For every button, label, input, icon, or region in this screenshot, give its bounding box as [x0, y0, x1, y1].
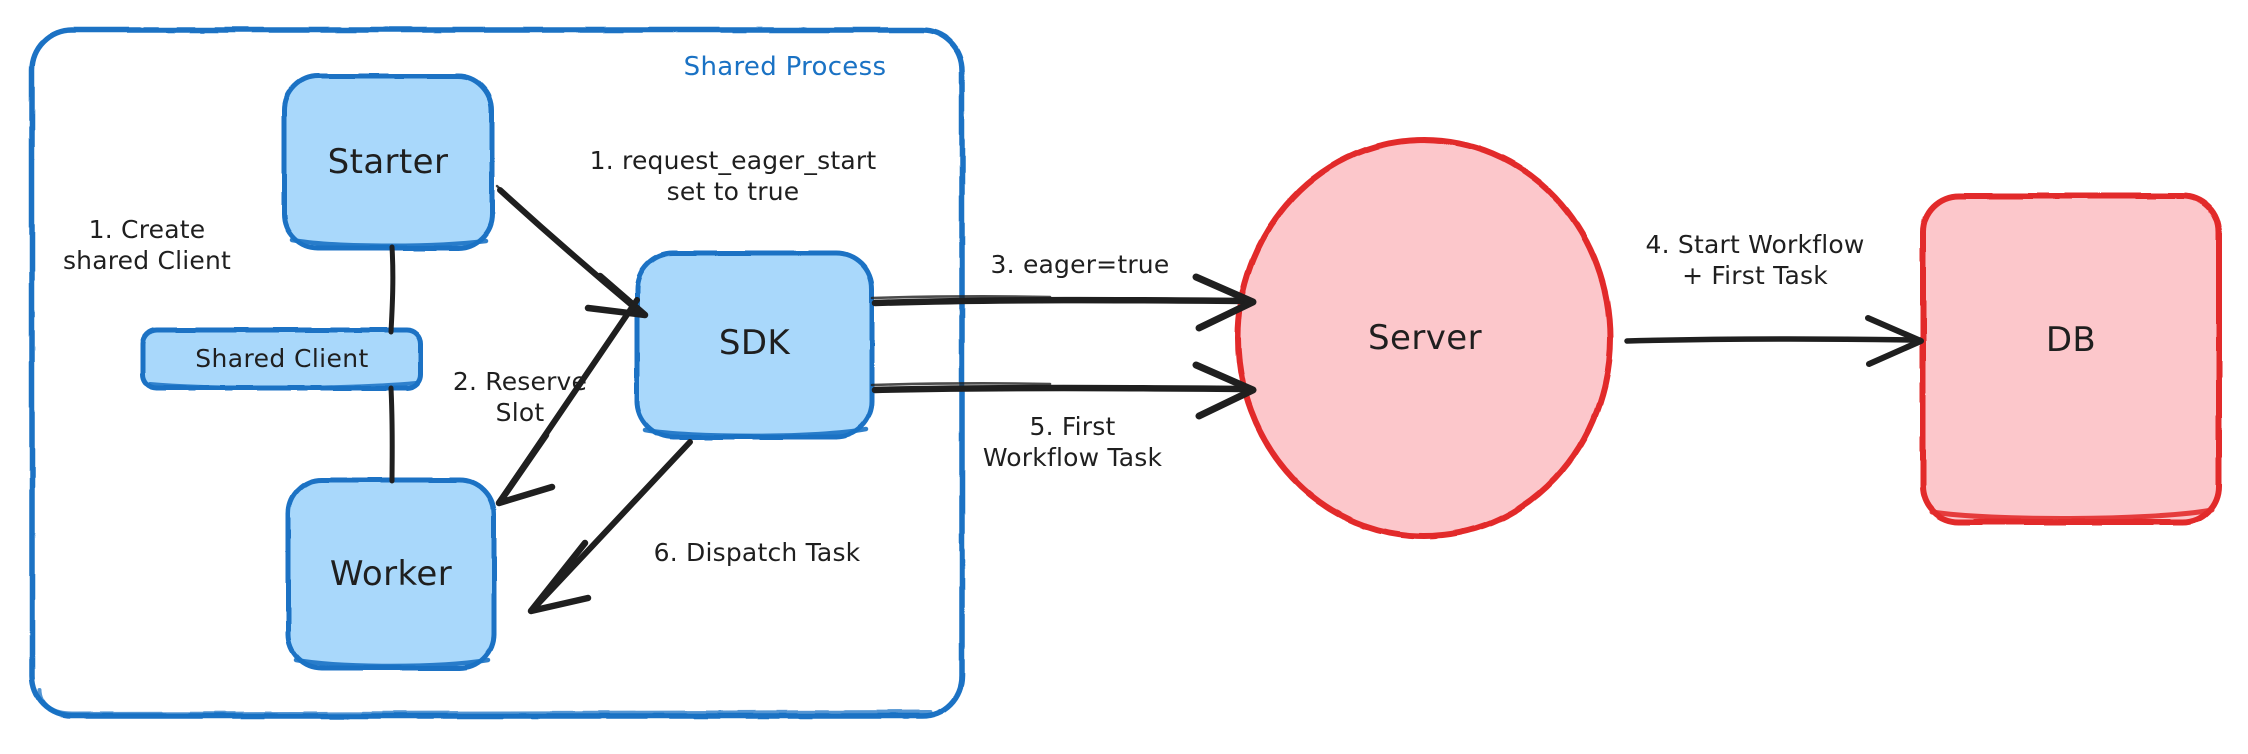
node-db[interactable] [1920, 193, 2222, 525]
edge-create-shared-client[interactable] [388, 244, 396, 484]
edge-reserve-slot[interactable] [495, 297, 640, 507]
node-worker[interactable] [285, 477, 497, 671]
node-shared-client[interactable] [140, 327, 424, 391]
shared-process-group[interactable] [29, 27, 965, 719]
node-server[interactable] [1235, 137, 1613, 539]
node-sdk[interactable] [634, 250, 875, 440]
edge-dispatch-task[interactable] [527, 439, 693, 615]
node-starter[interactable] [281, 73, 495, 251]
edge-request-eager-start[interactable] [495, 184, 649, 319]
edge-first-workflow-task[interactable] [870, 361, 1257, 420]
edge-start-workflow[interactable] [1624, 315, 1924, 367]
edge-eager-true[interactable] [870, 273, 1257, 332]
